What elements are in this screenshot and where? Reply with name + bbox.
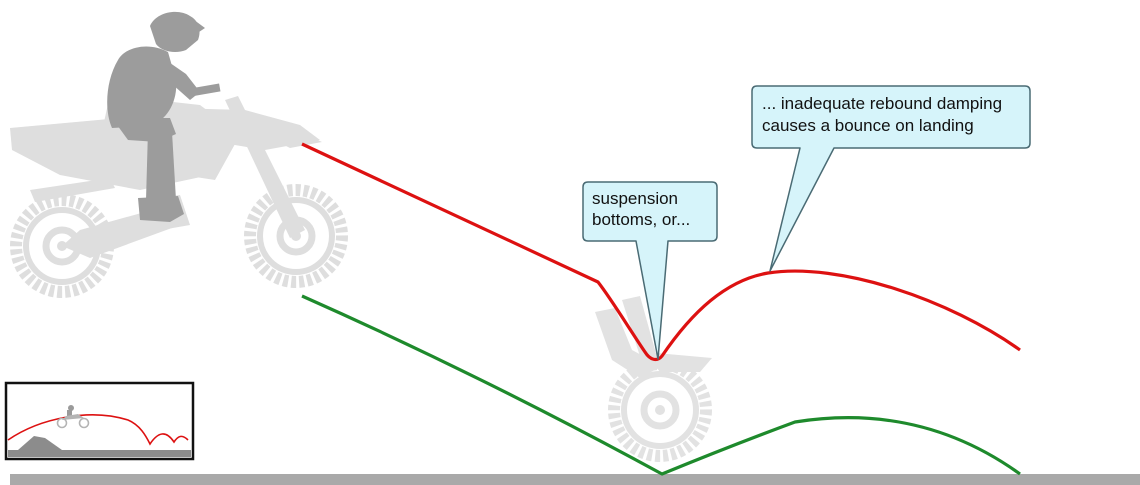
callout-bottoms-line2: bottoms, or...: [592, 210, 690, 229]
dirt-bike-icon: [10, 95, 342, 292]
callout-rebound-line1: ... inadequate rebound damping: [762, 94, 1002, 113]
callout-rebound-line2: causes a bounce on landing: [762, 116, 974, 135]
thumbnail-ground: [8, 450, 191, 457]
jump-overview-thumbnail: [6, 383, 193, 459]
callout-rebound-damping: ... inadequate rebound damping causes a …: [752, 86, 1030, 271]
callout-bottoms-line1: suspension: [592, 189, 678, 208]
motocross-rider-icon: [10, 12, 342, 292]
ground: [10, 474, 1140, 485]
